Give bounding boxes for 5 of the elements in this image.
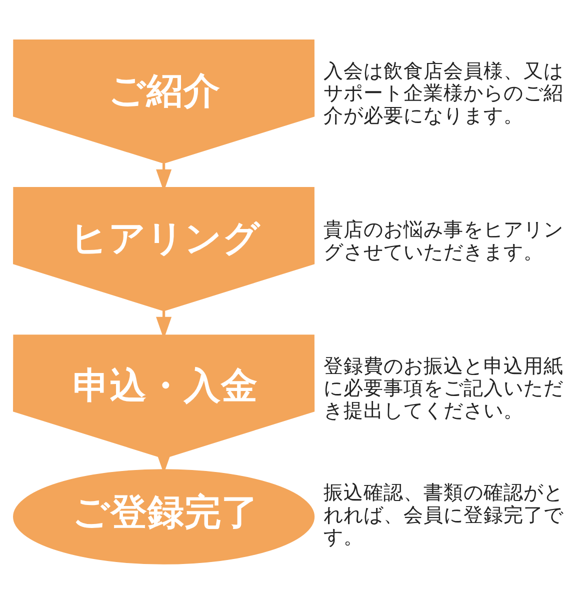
node-label: 貴店のお悩み事をヒアリングさせていただきます。: [324, 218, 564, 263]
node-label: 入会は飲食店会員様、又はサポート企業様からのご紹介が必要になります。: [324, 58, 564, 126]
node-label: 振込確認、書類の確認がとれれば、会員に登録完了です。: [324, 480, 564, 548]
node-label: 登録費のお振込と申込用紙に必要事項をご記入いただき提出してください。: [324, 354, 564, 422]
node-ellipse: ご登録完了: [13, 468, 315, 564]
